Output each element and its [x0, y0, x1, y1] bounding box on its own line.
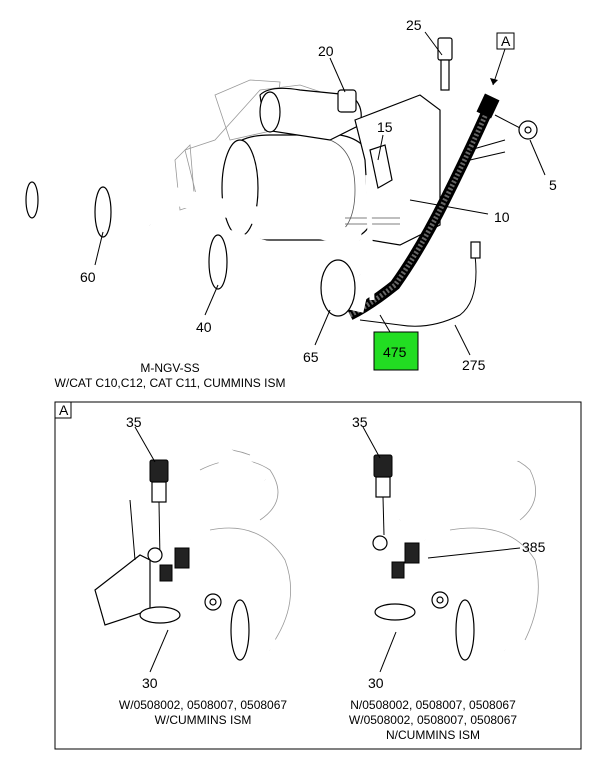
callout-40: 40 [196, 319, 212, 335]
detail-left-callout-30: 30 [142, 675, 158, 691]
detail-right-caption-line3: N/CUMMINS ISM [386, 728, 480, 742]
main-view-drawing [25, 37, 538, 327]
leader-65 [314, 309, 331, 346]
callout-275: 275 [462, 357, 486, 373]
detail-right-drawing [372, 441, 541, 671]
leader-20 [329, 57, 346, 93]
detail-right-caption-line1: N/0508002, 0508007, 0508067 [350, 698, 516, 712]
leader-475 [379, 314, 391, 333]
callout-60: 60 [80, 269, 96, 285]
callout-5: 5 [549, 177, 557, 193]
detail-right-callout-30: 30 [368, 675, 384, 691]
view-tag-label: A [501, 33, 511, 49]
detail-view-frame [54, 401, 582, 750]
view-tag-box [496, 32, 515, 50]
leader-25 [424, 31, 443, 56]
leader-5 [529, 139, 546, 176]
detail-left-leader-30 [149, 629, 169, 673]
callout-475-highlight[interactable] [373, 331, 419, 371]
callout-65: 65 [303, 349, 319, 365]
callout-15: 15 [377, 119, 393, 135]
detail-right-leader-385 [427, 547, 521, 559]
view-tag-leader [492, 48, 506, 86]
detail-left-drawing [94, 438, 291, 671]
leader-10 [409, 199, 489, 215]
callout-25: 25 [406, 17, 422, 33]
detail-right-leader-35 [362, 426, 381, 459]
detail-right-callout-35: 35 [352, 414, 368, 430]
leader-275 [454, 324, 471, 356]
detail-tag-label: A [59, 402, 69, 418]
detail-left-caption-line1: W/0508002, 0508007, 0508067 [119, 698, 287, 712]
detail-tag-box [54, 401, 72, 419]
leader-60 [94, 231, 104, 266]
main-caption-line2: W/CAT C10,C12, CAT C11, CUMMINS ISM [55, 376, 286, 390]
callout-20: 20 [318, 43, 334, 59]
detail-left-caption-line2: W/CUMMINS ISM [155, 713, 252, 727]
leader-15 [377, 134, 384, 161]
detail-left-callout-35: 35 [126, 414, 142, 430]
callout-10: 10 [494, 209, 510, 225]
main-caption-line1: M-NGV-SS [140, 361, 199, 375]
leader-40 [204, 284, 219, 316]
detail-left-leader-35 [134, 426, 156, 463]
detail-right-callout-385: 385 [522, 539, 546, 555]
detail-right-leader-30 [379, 631, 397, 673]
callout-475[interactable]: 475 [383, 344, 407, 360]
detail-right-caption-line2: W/0508002, 0508007, 0508067 [349, 713, 517, 727]
